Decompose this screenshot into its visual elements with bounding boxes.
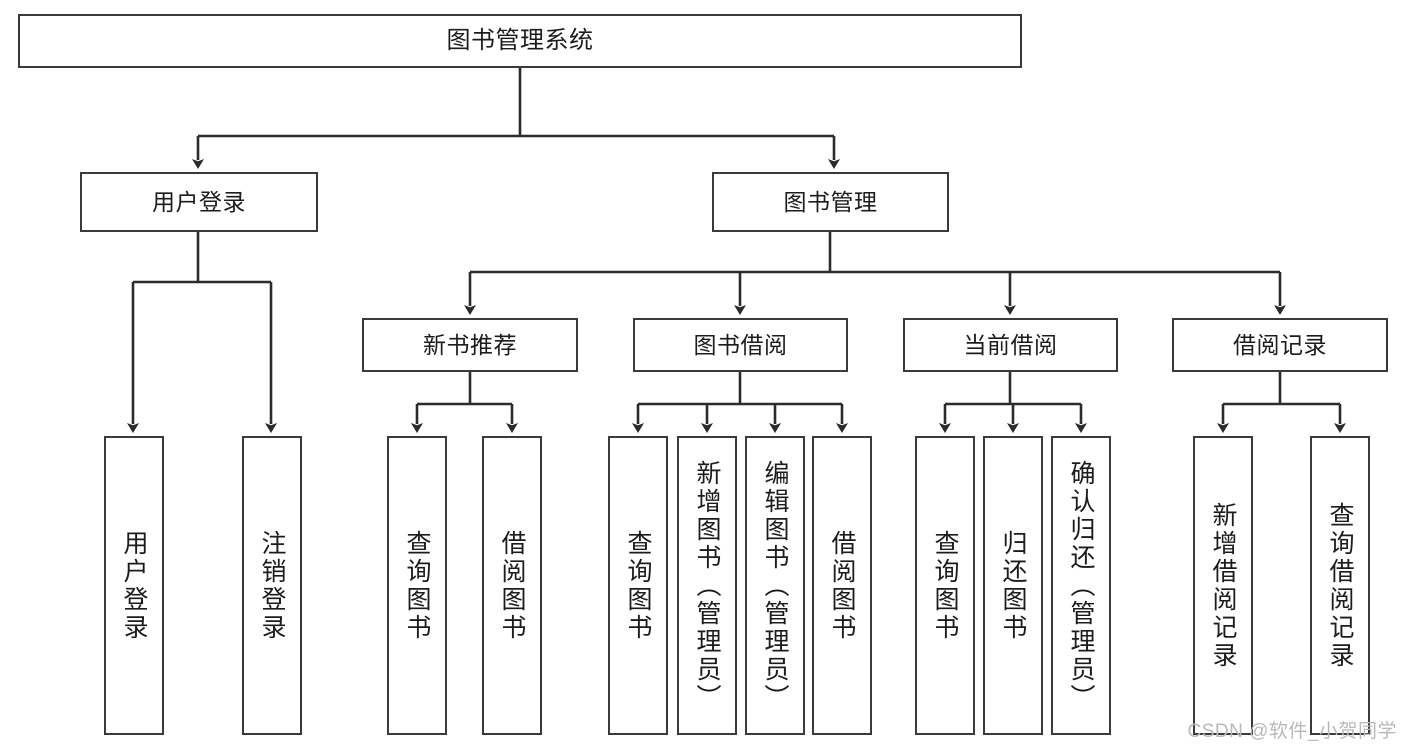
leaf-borrow-query-book[interactable]: 查询图书 xyxy=(608,436,668,735)
leaf-user-login-logout[interactable]: 注销登录 xyxy=(242,436,302,735)
node-label: 图书借阅 xyxy=(693,331,788,358)
node-label: 当前借阅 xyxy=(963,331,1058,358)
node-label: 图书管理系统 xyxy=(446,27,594,55)
node-label: 新增图书（管理员） xyxy=(693,459,721,712)
leaf-record-add-record[interactable]: 新增借阅记录 xyxy=(1193,436,1253,735)
node-book-management[interactable]: 图书管理 xyxy=(712,172,949,232)
node-label: 归还图书 xyxy=(999,529,1027,642)
node-label: 查询借阅记录 xyxy=(1326,501,1354,670)
node-label: 注销登录 xyxy=(258,529,286,642)
node-label: 借阅记录 xyxy=(1233,331,1327,358)
node-user-login[interactable]: 用户登录 xyxy=(80,172,318,232)
node-label: 编辑图书（管理员） xyxy=(761,459,789,712)
leaf-recommend-query-book[interactable]: 查询图书 xyxy=(387,436,447,735)
node-current-borrow[interactable]: 当前借阅 xyxy=(903,318,1118,372)
node-label: 借阅图书 xyxy=(828,529,856,642)
leaf-current-confirm-return-admin[interactable]: 确认归还（管理员） xyxy=(1051,436,1111,735)
leaf-user-login-login[interactable]: 用户登录 xyxy=(104,436,164,735)
leaf-borrow-edit-book-admin[interactable]: 编辑图书（管理员） xyxy=(745,436,805,735)
node-book-borrow[interactable]: 图书借阅 xyxy=(633,318,848,372)
node-label: 借阅图书 xyxy=(498,529,526,642)
leaf-borrow-borrow-book[interactable]: 借阅图书 xyxy=(812,436,872,735)
leaf-borrow-add-book-admin[interactable]: 新增图书（管理员） xyxy=(677,436,737,735)
leaf-record-query-record[interactable]: 查询借阅记录 xyxy=(1310,436,1370,735)
node-root-system[interactable]: 图书管理系统 xyxy=(18,14,1022,68)
leaf-recommend-borrow-book[interactable]: 借阅图书 xyxy=(482,436,542,735)
node-label: 图书管理 xyxy=(783,188,878,215)
node-label: 新增借阅记录 xyxy=(1209,501,1237,670)
node-label: 查询图书 xyxy=(403,529,431,642)
node-label: 确认归还（管理员） xyxy=(1067,459,1095,712)
node-label: 用户登录 xyxy=(120,529,148,642)
node-label: 新书推荐 xyxy=(423,331,517,358)
watermark-text: CSDN @软件_小贺同学 xyxy=(1187,721,1397,742)
node-label: 用户登录 xyxy=(152,188,246,215)
node-borrow-record[interactable]: 借阅记录 xyxy=(1172,318,1388,372)
leaf-current-return-book[interactable]: 归还图书 xyxy=(983,436,1043,735)
node-new-book-recommend[interactable]: 新书推荐 xyxy=(362,318,578,372)
node-label: 查询图书 xyxy=(624,529,652,642)
leaf-current-query-book[interactable]: 查询图书 xyxy=(915,436,975,735)
node-label: 查询图书 xyxy=(931,529,959,642)
